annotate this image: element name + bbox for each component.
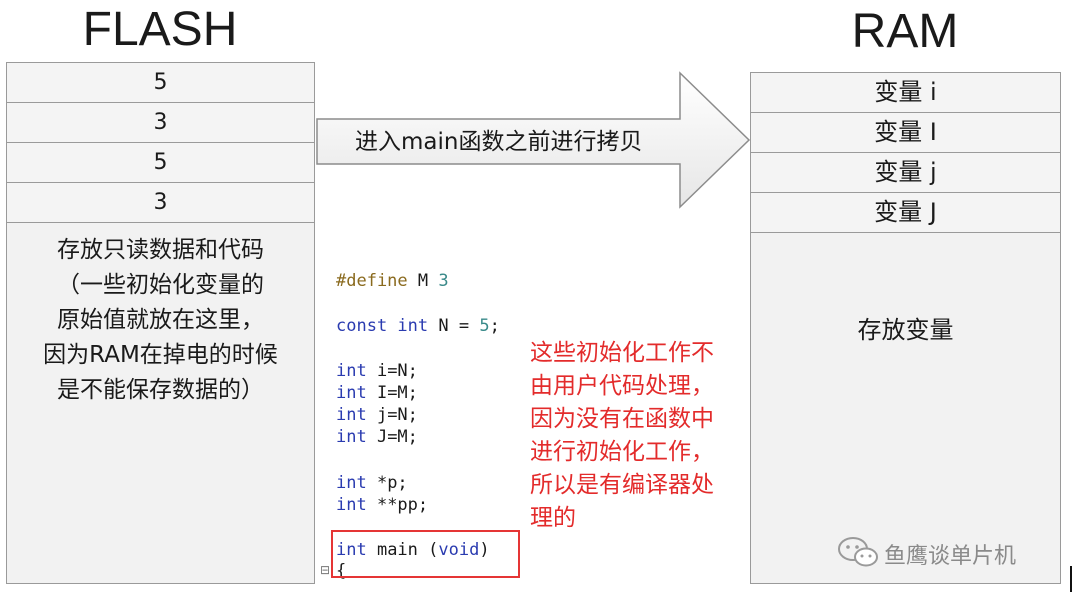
watermark-text: 鱼鹰谈单片机 — [884, 544, 1017, 569]
code-line-pointer: int *p; — [336, 473, 408, 493]
ram-block: 变量 i 变量 I 变量 j 变量 J — [750, 72, 1061, 584]
text-cursor — [1070, 566, 1072, 592]
flash-cell: 5 — [7, 63, 314, 103]
ram-description: 存放变量 — [857, 316, 954, 344]
ram-cell: 变量 j — [751, 153, 1060, 193]
ram-title: RAM — [851, 5, 959, 58]
flash-description: 存放只读数据和代码 （一些初始化变量的 原始值就放在这里， 因为RAM在掉电的时… — [43, 237, 278, 403]
flash-cell: 5 — [7, 143, 314, 183]
copy-arrow-shape — [316, 71, 751, 209]
code-line-main: int main (void) — [336, 540, 490, 560]
copy-arrow-label: 进入main函数之前进行拷贝 — [355, 129, 643, 155]
ram-cell: 变量 I — [751, 113, 1060, 153]
code-line-define: #define M 3 — [336, 271, 449, 291]
code-line-const: const int N = 5; — [336, 316, 500, 336]
flash-cell: 3 — [7, 103, 314, 143]
flash-block: 5 3 5 3 — [6, 62, 315, 584]
flash-title: FLASH — [82, 3, 238, 56]
ram-cell: 变量 J — [751, 193, 1060, 233]
code-line-var: int J=M; — [336, 427, 418, 447]
flash-cell: 3 — [7, 183, 314, 223]
wechat-icon — [838, 537, 878, 567]
code-line-var: int I=M; — [336, 383, 418, 403]
code-fold-marker: ⊟ — [320, 563, 331, 577]
main-highlight-box — [331, 530, 520, 578]
code-panel — [320, 262, 750, 587]
annotation-note: 这些初始化工作不 由用户代码处理， 因为没有在函数中 进行初始化工作， 所以是有… — [530, 340, 714, 531]
code-line-brace: { — [336, 561, 347, 581]
code-line-var: int j=N; — [336, 405, 418, 425]
ram-cell: 变量 i — [751, 73, 1060, 113]
code-line-pointer: int **pp; — [336, 495, 429, 515]
code-line-var: int i=N; — [336, 361, 418, 381]
